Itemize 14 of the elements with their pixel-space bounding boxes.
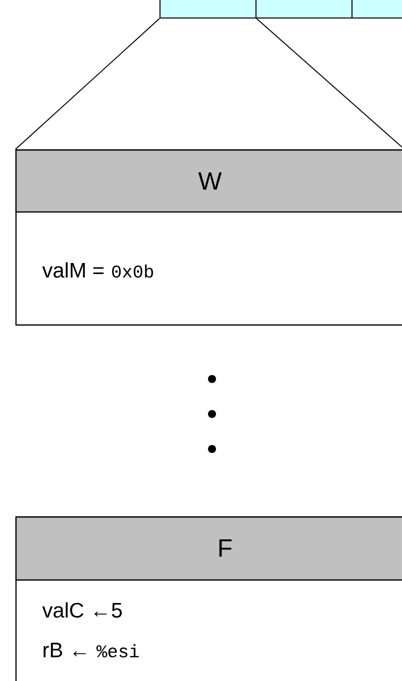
- register-cell: [160, 0, 256, 18]
- register-label: rB ←: [44, 642, 86, 658]
- stage-label: F: [219, 539, 232, 557]
- stage-label: W: [198, 172, 222, 190]
- register-cell: [256, 0, 352, 18]
- register-label: valM =: [42, 262, 104, 278]
- stage-box: [15, 149, 402, 326]
- zoom-line: [14, 18, 160, 150]
- register-assignment: valC ←5: [42, 602, 122, 618]
- register-value: %esi: [96, 644, 139, 658]
- register-cell: [351, 0, 402, 18]
- stage-box: [15, 516, 402, 681]
- register-value: 0x0b: [112, 264, 154, 278]
- zoom-line: [256, 18, 402, 150]
